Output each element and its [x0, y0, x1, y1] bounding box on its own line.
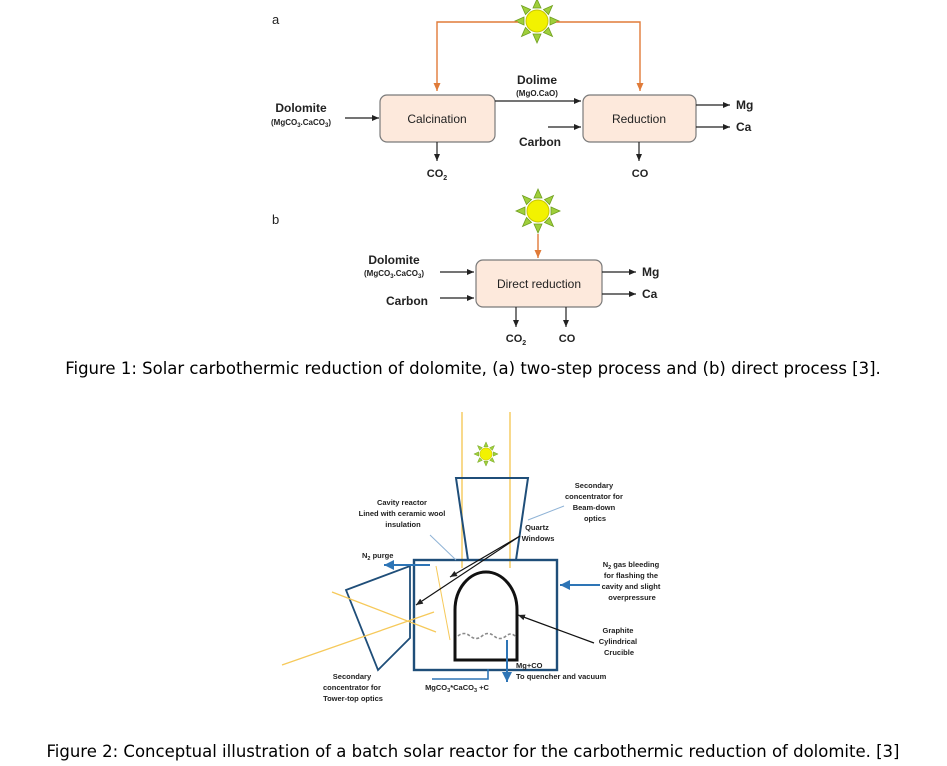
n2-bleed-label: N2 gas bleeding for flashing the cavity …: [602, 560, 663, 602]
calcination-label: Calcination: [407, 112, 466, 126]
graphite-pointer: [517, 614, 595, 644]
quartz-pointer-2: [415, 535, 521, 606]
tower-top-concentrator: [344, 564, 411, 672]
cavity-reactor-label: Cavity reactor Lined with ceramic wool i…: [359, 498, 448, 529]
co-label: CO: [559, 333, 576, 345]
panel-b-tag: b: [272, 212, 279, 227]
feed-pipe: [432, 669, 489, 680]
graphite-crucible-label: Graphite Cylindrical Crucible: [599, 626, 639, 657]
mg-co-label: Mg+CO: [516, 661, 543, 670]
direct-reduction-label: Direct reduction: [497, 277, 581, 291]
sunlight-ray-oblique-2: [331, 591, 437, 633]
feed-label: MgCO3*CaCO3 +C: [425, 683, 489, 694]
carbon-label: Carbon: [386, 294, 428, 308]
co-label: CO: [632, 168, 649, 180]
ca-label: Ca: [642, 287, 658, 301]
solar-heat-arrow-reduction: [556, 21, 644, 91]
figure1-panel-a: a Dolomite (MgCO3.CaCO3) Calcination Dol…: [271, 0, 753, 182]
mg-label: Mg: [736, 98, 753, 112]
graphite-crucible: [453, 570, 519, 662]
dolomite-formula: (MgCO3.CaCO3): [271, 118, 331, 129]
n2-purge-label: N2 purge: [362, 551, 393, 562]
beam-down-pointer-line: [527, 505, 565, 521]
dolomite-label: Dolomite: [368, 253, 420, 267]
direct-reduction-box: [475, 259, 603, 308]
ca-label: Ca: [736, 120, 752, 134]
carbon-label: Carbon: [519, 135, 561, 149]
quartz-pointer-1: [449, 535, 521, 578]
quartz-windows-label: Quartz Windows: [522, 523, 555, 543]
co2-label: CO2: [506, 333, 527, 347]
dolomite-label: Dolomite: [275, 101, 327, 115]
sun-icon: [514, 0, 560, 44]
figure1-panel-b: b Dolomite (MgCO3.CaCO3) Carbon Direct r…: [272, 188, 659, 347]
figure2-caption: Figure 2: Conceptual illustration of a b…: [47, 742, 900, 761]
quencher-label: To quencher and vacuum: [516, 672, 607, 681]
dolomite-charge: [457, 632, 516, 640]
mg-label: Mg: [642, 265, 659, 279]
co2-label: CO2: [427, 168, 448, 182]
figure1-caption: Figure 1: Solar carbothermic reduction o…: [65, 359, 881, 378]
dolime-formula: (MgO.CaO): [516, 89, 558, 98]
beam-down-label: Secondary concentrator for Beam-down opt…: [565, 481, 625, 523]
panel-a-tag: a: [272, 12, 280, 27]
reduction-label: Reduction: [612, 112, 666, 126]
dolime-label: Dolime: [517, 73, 557, 87]
cavity-pointer-line: [429, 534, 457, 561]
tower-top-label: Secondary concentrator for Tower-top opt…: [323, 672, 383, 703]
beam-down-concentrator: [454, 477, 530, 561]
figure2-reactor-diagram: Cavity reactor Lined with ceramic wool i…: [281, 412, 663, 703]
sun-icon: [515, 188, 561, 234]
solar-heat-arrow-calcination: [433, 21, 518, 91]
cavity-reactor-body: [412, 558, 559, 672]
sunlight-ray-internal: [435, 565, 451, 641]
sun-icon: [473, 441, 499, 467]
dolomite-formula: (MgCO3.CaCO3): [364, 269, 424, 280]
